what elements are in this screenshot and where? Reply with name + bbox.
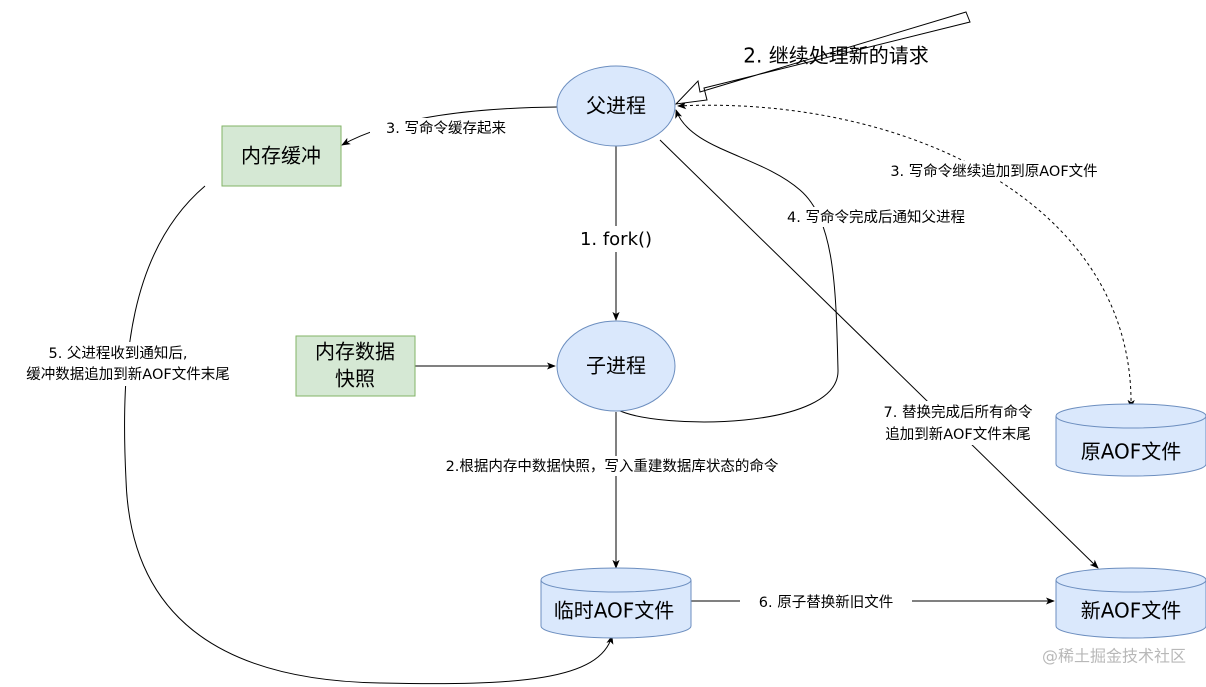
temp-aof-top xyxy=(540,567,692,593)
hollow-arrow-icon xyxy=(674,11,971,105)
notify-parent-label-bg xyxy=(764,207,990,227)
write-buffer-label: 3. 写命令缓存起来 xyxy=(386,119,506,137)
memory-snapshot-label-line2: 快照 xyxy=(335,367,375,391)
edge-continue-requests xyxy=(674,11,971,105)
append-old-aof-arrow xyxy=(677,102,1135,409)
write-snapshot-label-bg xyxy=(402,456,822,476)
write-snapshot-label: 2.根据内存中数据快照，写入重建数据库状态的命令 xyxy=(446,457,779,475)
parent-process-label: 父进程 xyxy=(586,94,646,118)
child-process-label: 子进程 xyxy=(586,354,646,378)
memory-buffer-label: 内存缓冲 xyxy=(241,144,321,168)
old-aof-label: 原AOF文件 xyxy=(1081,440,1182,464)
old-aof-body xyxy=(1055,416,1206,477)
edge-notify-parent xyxy=(617,109,839,423)
child-process-shape xyxy=(556,320,676,412)
node-temp-aof: 临时AOF文件 xyxy=(540,567,692,639)
parent-process-shape xyxy=(556,65,676,147)
node-child-process: 子进程 xyxy=(556,320,676,412)
edge-append-old-aof xyxy=(677,102,1135,409)
parent-append-label-line2: 缓冲数据追加到新AOF文件末尾 xyxy=(26,366,229,383)
atomic-replace-label: 6. 原子替换新旧文件 xyxy=(759,594,893,611)
new-aof-body xyxy=(1055,580,1206,639)
node-old-aof: 原AOF文件 xyxy=(1055,403,1206,477)
continue-requests-label: 2. 继续处理新的请求 xyxy=(743,44,928,68)
after-replace-label-line1: 7. 替换完成后所有命令 xyxy=(884,403,1033,421)
new-aof-top xyxy=(1055,567,1206,593)
write-buffer-arrow xyxy=(341,106,558,146)
new-aof-label: 新AOF文件 xyxy=(1081,599,1182,623)
node-memory-snapshot: 内存数据 快照 xyxy=(295,335,416,397)
append-old-aof-label: 3. 写命令继续追加到原AOF文件 xyxy=(890,162,1097,180)
notify-parent-label: 4. 写命令完成后通知父进程 xyxy=(787,208,965,226)
after-replace-label-line2: 追加到新AOF文件末尾 xyxy=(885,426,1030,443)
parent-append-label-line1: 5. 父进程收到通知后, xyxy=(48,345,187,362)
node-parent-process: 父进程 xyxy=(556,65,676,147)
parent-append-arrow xyxy=(124,185,614,685)
edge-write-buffer xyxy=(341,106,558,146)
node-memory-buffer: 内存缓冲 xyxy=(221,125,342,187)
fork-label-bg xyxy=(566,226,666,252)
memory-buffer-shape xyxy=(221,125,342,187)
after-replace-label-bg xyxy=(862,401,1054,445)
watermark: @稀土掘金技术社区 xyxy=(1042,647,1186,666)
edge-parent-append xyxy=(124,185,614,685)
edge-after-replace xyxy=(659,139,1099,569)
memory-snapshot-label-line1: 内存数据 xyxy=(315,340,395,364)
memory-snapshot-shape xyxy=(295,335,416,397)
node-new-aof: 新AOF文件 xyxy=(1055,567,1206,639)
notify-parent-arrow xyxy=(617,109,839,423)
append-old-aof-label-bg xyxy=(864,161,1126,181)
fork-label: 1. fork() xyxy=(580,229,652,250)
old-aof-top xyxy=(1055,403,1206,429)
temp-aof-label: 临时AOF文件 xyxy=(554,599,675,623)
write-buffer-label-bg xyxy=(370,118,522,138)
atomic-replace-label-bg xyxy=(740,592,912,612)
temp-aof-body xyxy=(540,580,692,639)
parent-append-label-bg xyxy=(2,342,258,386)
after-replace-arrow xyxy=(659,139,1099,569)
